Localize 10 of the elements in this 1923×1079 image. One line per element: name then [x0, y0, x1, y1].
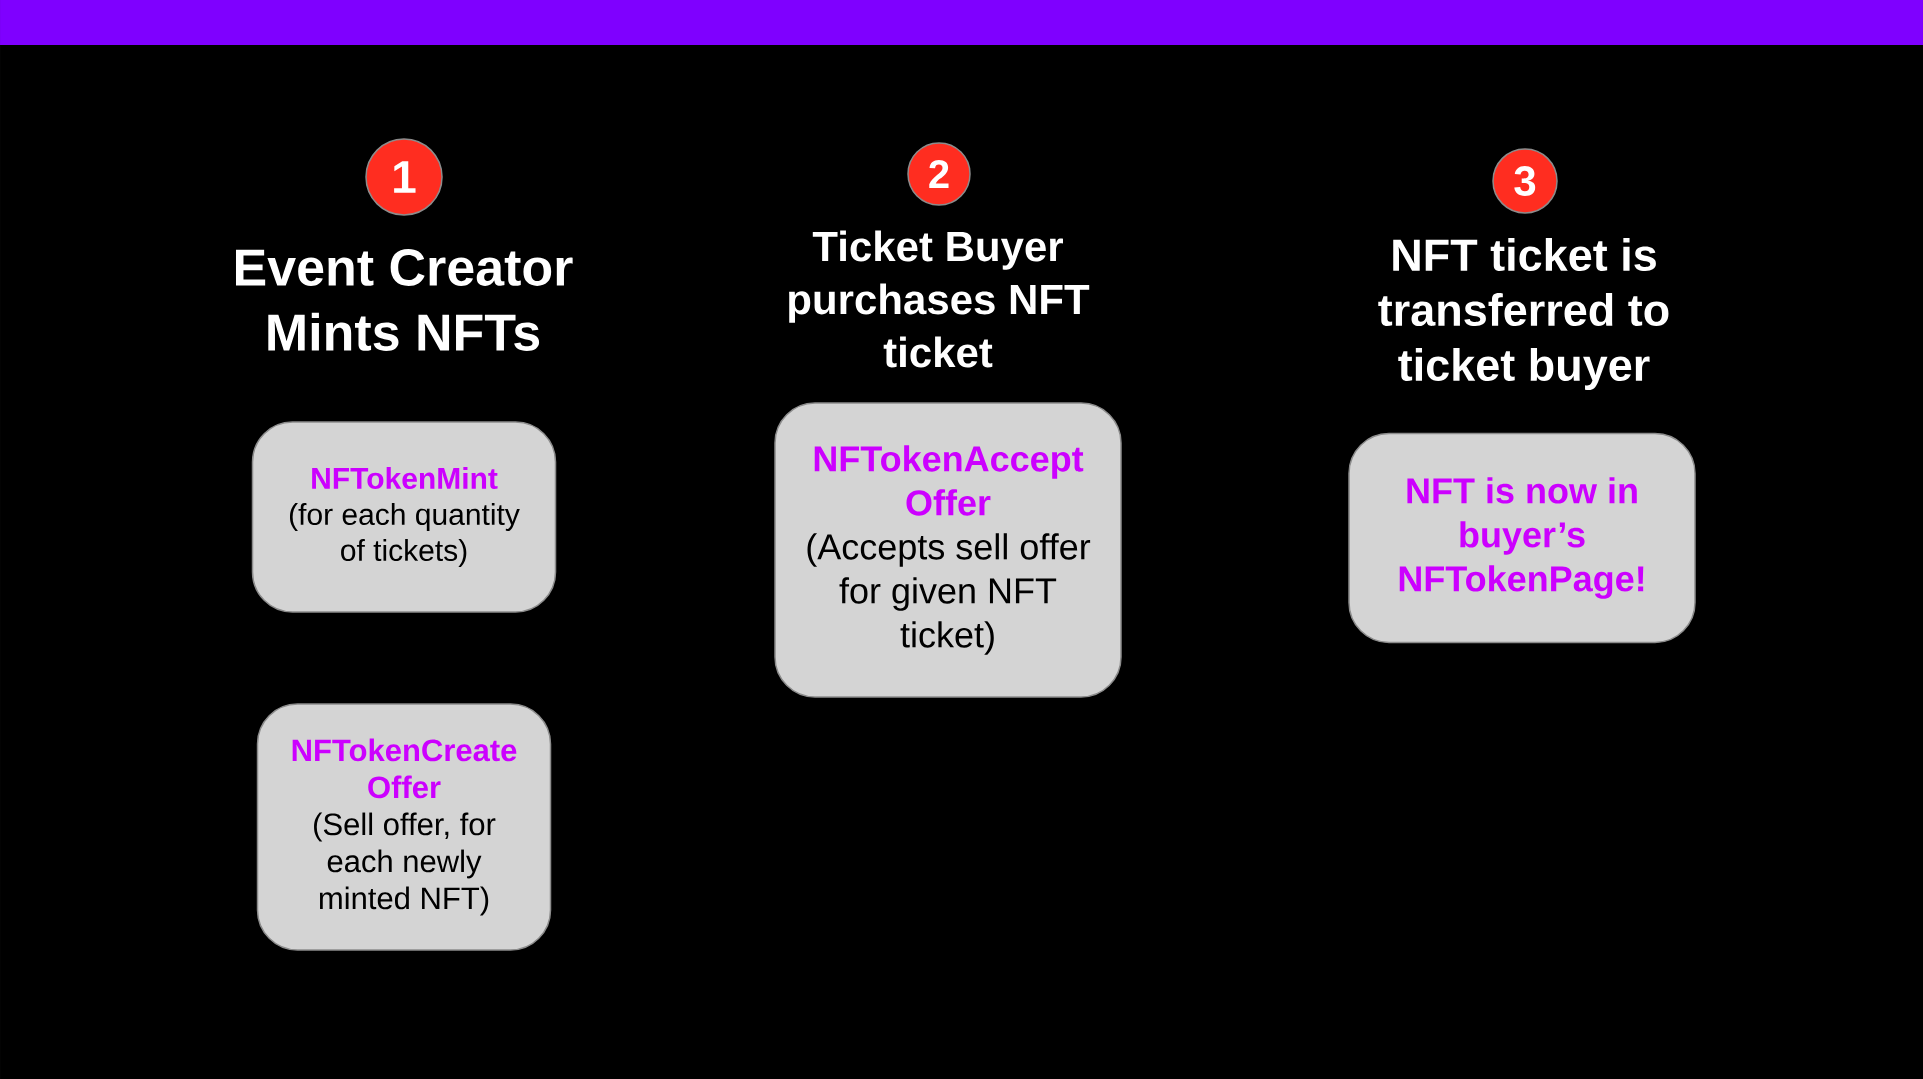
process-box: NFTokenCreate Offer (Sell offer, for each newly minted NFT): [256, 703, 552, 951]
step-heading: Ticket Buyer purchases NFT ticket: [789, 230, 1090, 368]
number-badge: 1: [365, 138, 443, 216]
step-heading: Event Creator Mints NFTs: [236, 249, 573, 351]
process-box: NFTokenMint (for each quantity of tickets): [251, 421, 557, 613]
step-heading: NFT ticket is transferred to ticket buyer: [1378, 238, 1669, 390]
process-box: NFTokenAccept Offer (Accepts sell offer for given NFT ticket): [774, 402, 1122, 698]
number-badge: 2: [907, 142, 971, 206]
number-badge: 3: [1492, 148, 1558, 214]
process-box: NFT is now in buyer’s NFTokenPage!: [1348, 432, 1696, 644]
